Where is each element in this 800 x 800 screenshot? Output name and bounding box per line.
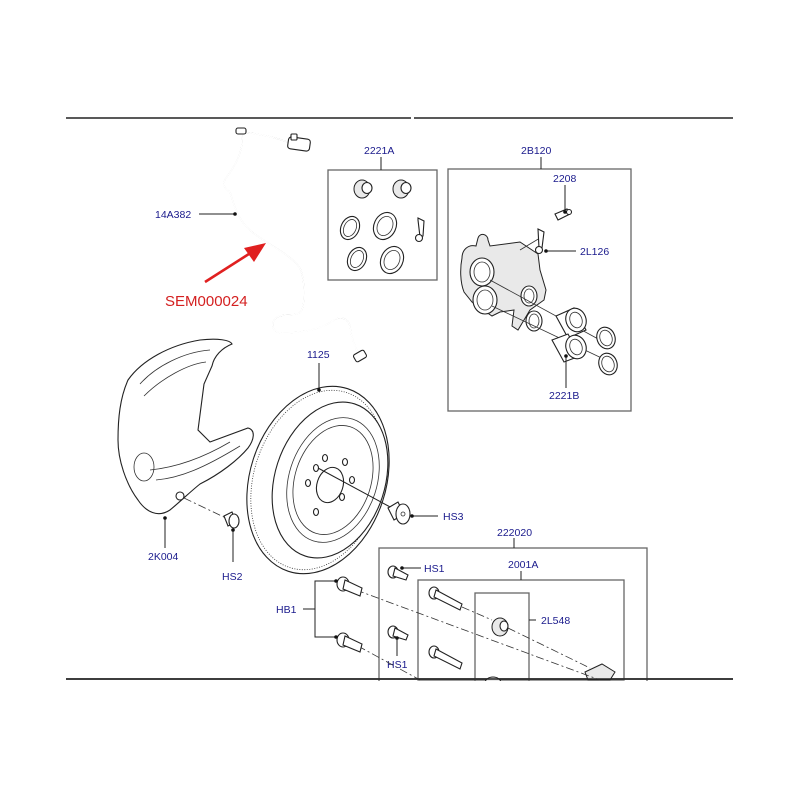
caliper-body[interactable] (460, 233, 611, 363)
callout-2208[interactable]: 2208 (553, 173, 577, 185)
screw-HS3[interactable] (387, 501, 411, 525)
seal-kit-parts[interactable] (337, 179, 425, 277)
backing-plate-2K004[interactable] (117, 338, 254, 515)
box-2L548 (474, 592, 530, 689)
callout-2001A[interactable]: 2001A (508, 559, 538, 571)
callout-2221B[interactable]: 2221B (549, 390, 579, 402)
callout-222020[interactable]: 222020 (497, 527, 532, 539)
sensor-cable-14A382[interactable] (223, 127, 368, 363)
bolt-HS1-upper[interactable] (387, 565, 409, 581)
bleed-cap-2L126[interactable] (534, 228, 545, 255)
callout-HB1[interactable]: HB1 (276, 604, 297, 616)
guide-pins[interactable] (428, 586, 463, 670)
callout-2L126[interactable]: 2L126 (580, 246, 609, 258)
callout-2K004[interactable]: 2K004 (148, 551, 179, 563)
box-2B120 (447, 168, 632, 412)
screw-HS2[interactable] (223, 511, 240, 529)
callout-2L548[interactable]: 2L548 (541, 615, 570, 627)
box-2001A (417, 579, 625, 681)
annotation-arrow-icon (204, 243, 266, 284)
callout-2221A[interactable]: 2221A (364, 145, 394, 157)
bleed-screw-2208[interactable] (554, 208, 573, 221)
caliper-pistons[interactable] (551, 305, 620, 377)
callout-1125[interactable]: 1125 (307, 349, 330, 361)
carrier-bolts-HB1[interactable] (336, 576, 363, 653)
callout-HS1-lower[interactable]: HS1 (387, 659, 408, 671)
annotation-label: SEM000024 (165, 293, 248, 310)
callout-HS3[interactable]: HS3 (443, 511, 464, 523)
callout-HS1-upper[interactable]: HS1 (424, 563, 445, 575)
box-2221A (327, 169, 438, 281)
callout-HS2[interactable]: HS2 (222, 571, 243, 583)
brake-disc-1125[interactable] (224, 368, 413, 593)
callout-14A382[interactable]: 14A382 (155, 209, 191, 221)
callout-2B120[interactable]: 2B120 (521, 145, 552, 157)
